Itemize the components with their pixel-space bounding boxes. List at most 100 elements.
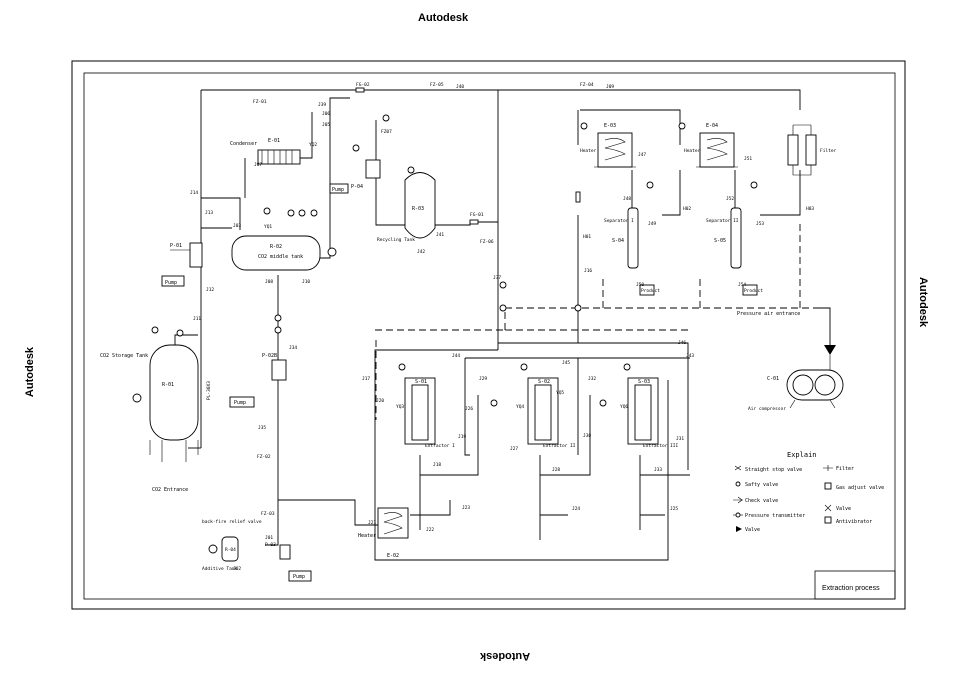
e01-label: E-01 — [268, 138, 280, 144]
heater-e02-label: Heater — [358, 533, 376, 539]
backfire-valve-label: back-fire relief valve — [202, 519, 262, 525]
p01-pump — [161, 242, 203, 287]
s01-label: S-01 — [415, 379, 427, 385]
tag-j17: J17 — [362, 376, 370, 382]
tag-j39: J39 — [318, 102, 326, 108]
tag-j28: J28 — [552, 467, 560, 473]
tag-j09: J09 — [606, 84, 614, 90]
tag-j32: J32 — [588, 376, 596, 382]
additive-tank-label: Additive Tank — [202, 566, 238, 572]
tag-fz03: FZ-03 — [261, 511, 275, 517]
watermark-top: Autodesk — [418, 12, 469, 24]
p01-label: P-01 — [170, 243, 182, 249]
p03-pump — [279, 544, 312, 582]
air-compressor-label: Air compressor — [748, 406, 786, 412]
tag-j42: J42 — [417, 249, 425, 255]
antivibrator-symbol — [824, 345, 836, 355]
tag-j23: J23 — [462, 505, 470, 511]
legend-item-8: Antivibrator — [836, 519, 872, 525]
r02-label: R-02 — [270, 244, 282, 250]
heater-e03-label: Heater — [580, 148, 597, 154]
legend-item-6: Gas adjust valve — [836, 485, 884, 491]
tag-fz06: FZ-06 — [480, 239, 494, 245]
tag-j08: J08 — [265, 279, 273, 285]
s04-label: S-04 — [612, 238, 624, 244]
tag-j46: J46 — [678, 340, 686, 346]
tag-j49: J49 — [648, 221, 656, 227]
extractor2-label: Extractor II — [543, 443, 576, 449]
extractor-s01 — [404, 377, 436, 445]
tag-j02: J02 — [233, 566, 241, 572]
r01-label: R-01 — [162, 382, 174, 388]
p04-pump — [329, 159, 381, 194]
r03-recycling-tank — [404, 172, 436, 239]
extractor1-label: Extractor I — [425, 443, 455, 449]
r03-label: R-03 — [412, 206, 424, 212]
tag-fz02: FZ-02 — [257, 454, 271, 460]
e02-label: E-02 — [387, 553, 399, 559]
tag-j21: J21 — [368, 520, 376, 526]
filter-label: Filter — [820, 148, 837, 154]
s02-label: S-02 — [538, 379, 550, 385]
instrument-symbols — [263, 87, 758, 407]
tag-j03: J03 — [233, 223, 241, 229]
tag-j14: J14 — [190, 190, 198, 196]
inner-frame — [83, 72, 896, 600]
pressure-air-label: Pressure air entrance — [737, 311, 800, 317]
tag-j27: J27 — [510, 446, 518, 452]
condenser-e01 — [257, 149, 301, 165]
title-block — [814, 570, 896, 600]
tag-fg01: FG-01 — [470, 212, 484, 218]
tag-fz05: FZ-05 — [430, 82, 444, 88]
co2-entrance-label: CO2 Entrance — [152, 487, 188, 493]
tag-j13: J13 — [205, 210, 213, 216]
tag-j48: J48 — [623, 196, 631, 202]
c01-label: C-01 — [767, 376, 779, 382]
legend-item-5: Filter — [836, 466, 854, 472]
tag-h01: H01 — [583, 234, 591, 240]
p03-pump-label: Pump — [293, 574, 305, 580]
tag-j18: J18 — [433, 462, 441, 468]
tag-j51: J51 — [744, 156, 752, 162]
tag-yq6: YQ6 — [620, 404, 628, 410]
tag-j40: J40 — [456, 84, 464, 90]
tag-j06: J06 — [322, 111, 330, 117]
p04-pump-label: Pump — [332, 187, 344, 193]
tag-j10: J10 — [302, 279, 310, 285]
tag-yq1: YQ1 — [264, 224, 272, 230]
recycling-tank-label: Recycling Tank — [377, 237, 415, 243]
legend-item-7: Valve — [836, 506, 851, 512]
tag-j33: J33 — [654, 467, 662, 473]
product-s05-label: Product — [744, 288, 763, 294]
tag-fg02: FG-02 — [356, 82, 370, 88]
tag-j16: J16 — [584, 268, 592, 274]
tag-j20: J20 — [376, 398, 384, 404]
tag-j12: J12 — [206, 287, 214, 293]
tag-h03: H03 — [806, 206, 814, 212]
e04-label: E-04 — [706, 123, 718, 129]
tag-j45: J45 — [562, 360, 570, 366]
extractor3-label: Extractor III — [643, 443, 679, 449]
air-compressor-c01 — [786, 369, 844, 409]
tag-j29: J29 — [479, 376, 487, 382]
title-block-text: Extraction process — [822, 585, 880, 592]
r02-middle-tank — [231, 235, 337, 271]
p02b-pump-label: Pump — [234, 400, 246, 406]
s05-label: S-05 — [714, 238, 726, 244]
tag-j22: J22 — [426, 527, 434, 533]
legend-item-1: Safty valve — [745, 482, 778, 488]
tag-j24: J24 — [572, 506, 580, 512]
r04-additive-tank — [208, 536, 239, 562]
tag-yq2: YQ2 — [309, 142, 317, 148]
tag-fz07: FZ07 — [381, 129, 392, 135]
tag-j07: J07 — [254, 162, 262, 168]
co2-storage-tank-label: CO2 Storage Tank — [100, 353, 148, 359]
pl-label: PL-30X3 — [206, 381, 212, 400]
tag-j53: J53 — [756, 221, 764, 227]
e03-label: E-03 — [604, 123, 616, 129]
heater-e03 — [594, 132, 636, 168]
tag-j30: J30 — [583, 433, 591, 439]
tag-j35: J35 — [258, 425, 266, 431]
heater-e04 — [696, 132, 738, 168]
